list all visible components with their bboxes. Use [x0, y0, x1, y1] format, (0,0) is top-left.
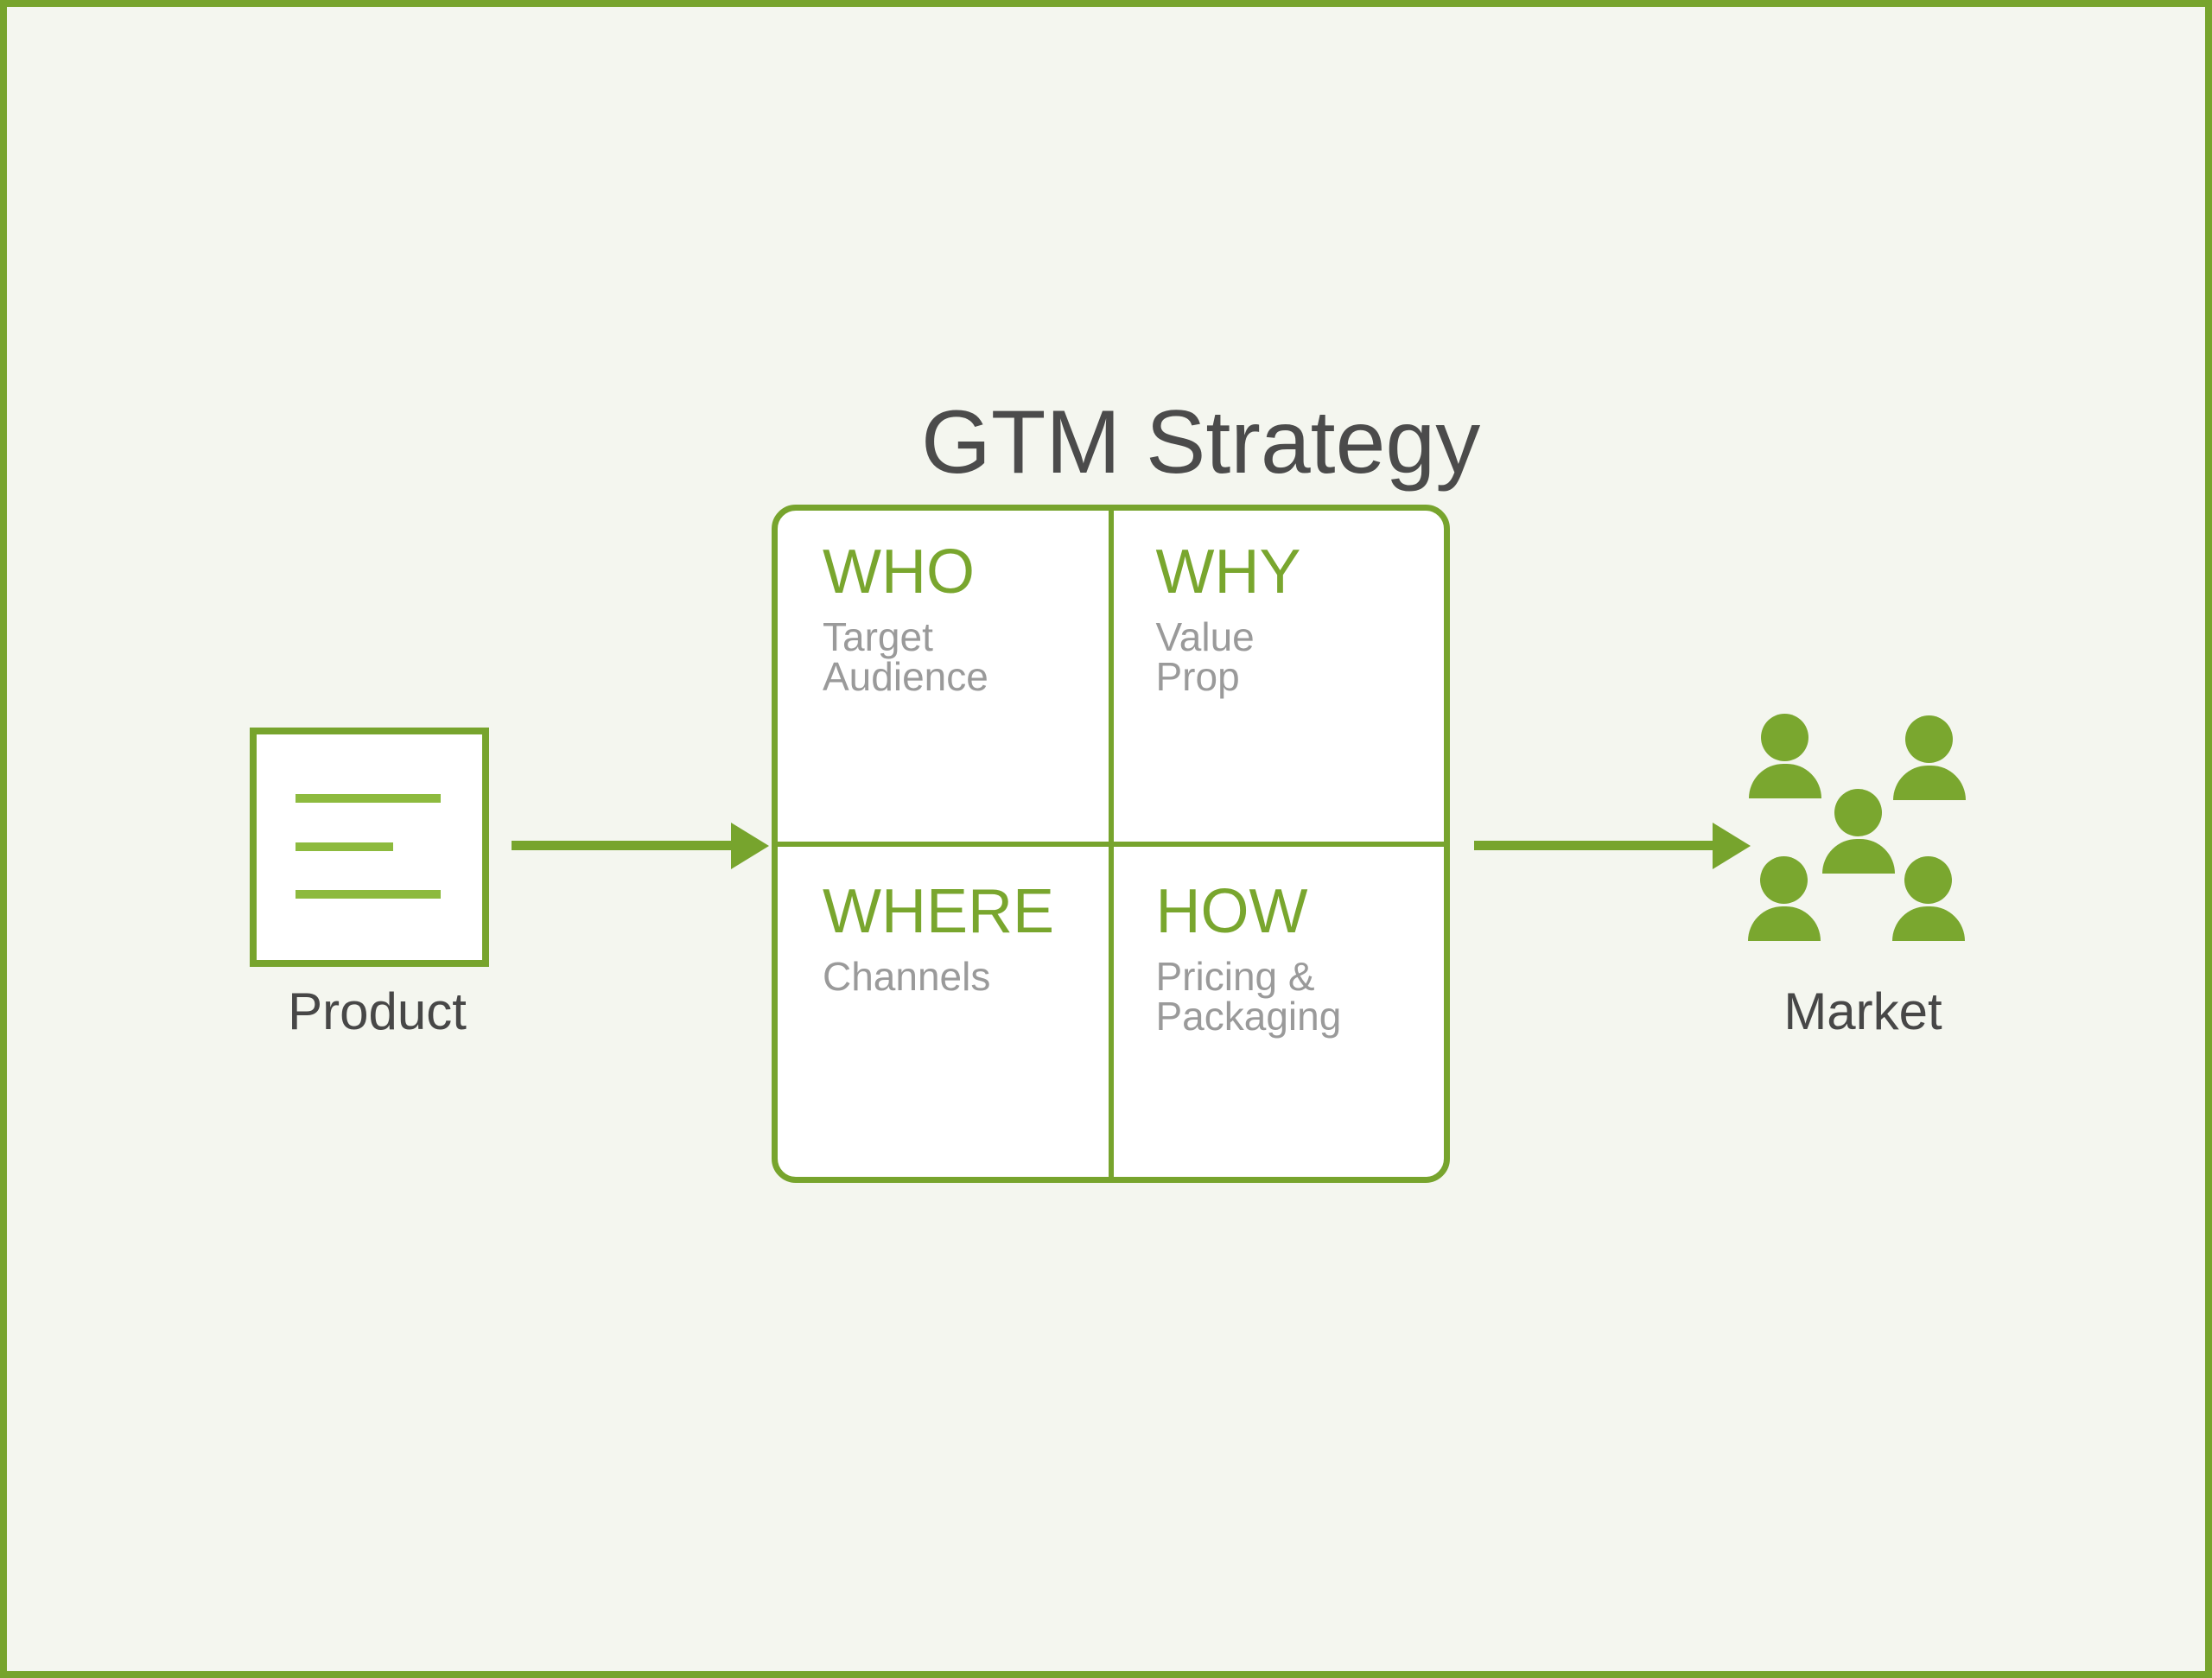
person-head [1760, 856, 1808, 904]
person-head [1905, 715, 1953, 763]
person-torso [1893, 766, 1966, 800]
quadrant-how: HOW Pricing & Packaging [1111, 844, 1445, 1178]
person-icon [1748, 856, 1821, 941]
quadrant-subtext: Pricing & Packaging [1155, 953, 1342, 1039]
arrow-head [731, 823, 769, 869]
document-text-line [296, 890, 441, 899]
person-torso [1892, 906, 1965, 941]
matrix-horizontal-divider [778, 841, 1444, 847]
quadrant-subtext: Value Prop [1155, 614, 1255, 699]
arrow-shaft [1474, 841, 1714, 850]
person-icon [1822, 789, 1895, 874]
person-icon [1892, 856, 1965, 941]
document-text-line [296, 794, 441, 803]
quadrant-heading: WHO [823, 537, 975, 607]
quadrant-subtext: Channels [823, 953, 991, 999]
person-head [1904, 856, 1952, 904]
person-torso [1822, 839, 1895, 874]
quadrant-heading: WHY [1155, 537, 1301, 607]
document-text-line [296, 842, 393, 851]
product-document-icon [250, 728, 489, 967]
quadrant-where: WHERE Channels [778, 844, 1111, 1178]
quadrant-subtext: Target Audience [823, 614, 988, 699]
arrow-head [1713, 823, 1751, 869]
quadrant-why: WHY Value Prop [1111, 511, 1445, 844]
person-icon [1893, 715, 1966, 800]
person-torso [1749, 764, 1821, 798]
quadrant-heading: WHERE [823, 876, 1054, 946]
person-icon [1749, 714, 1821, 798]
person-head [1761, 714, 1808, 761]
person-torso [1748, 906, 1821, 941]
quadrant-heading: HOW [1155, 876, 1308, 946]
product-label: Product [288, 982, 467, 1040]
person-head [1834, 789, 1882, 836]
market-label: Market [1783, 982, 1942, 1040]
arrow-shaft [512, 841, 733, 850]
gtm-strategy-matrix: WHO Target Audience WHY Value Prop WHERE… [772, 505, 1450, 1183]
quadrant-who: WHO Target Audience [778, 511, 1111, 844]
diagram-title: GTM Strategy [921, 392, 1481, 493]
